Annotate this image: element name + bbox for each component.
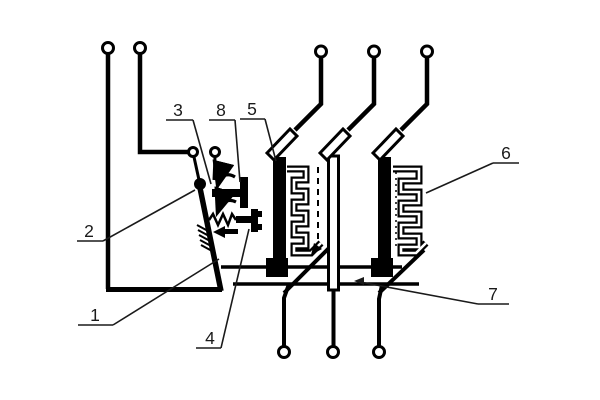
leader-line xyxy=(112,258,220,326)
plate-diagonal-edge xyxy=(377,248,426,295)
contact-blade-flag xyxy=(370,126,406,163)
callout-6: 6 xyxy=(425,143,519,194)
callout-label: 8 xyxy=(216,100,226,120)
callout-3: 3 xyxy=(166,100,212,185)
fixed-contact-circle xyxy=(209,146,221,158)
callout-2: 2 xyxy=(77,189,196,242)
terminal-circle xyxy=(326,345,340,359)
callout-1: 1 xyxy=(78,258,220,326)
contact-bar-foot xyxy=(371,258,393,277)
contact-column-left xyxy=(264,44,328,277)
top-wire xyxy=(346,57,377,132)
tension-spring xyxy=(207,210,238,229)
leader-line xyxy=(234,119,241,183)
terminal-circle xyxy=(314,44,328,59)
trip-lever-assembly xyxy=(194,159,262,292)
contact-bar xyxy=(378,157,391,259)
leader-line xyxy=(359,281,479,305)
callout-label: 4 xyxy=(205,328,215,348)
top-wire xyxy=(399,57,430,132)
terminal-circle xyxy=(133,41,147,55)
plate-diagonal-edge xyxy=(282,245,332,295)
callout-4: 4 xyxy=(196,228,250,349)
base-plate xyxy=(221,245,426,295)
adjustment-screw xyxy=(236,209,262,232)
motion-arrow-icon xyxy=(214,186,237,218)
terminal-circle xyxy=(420,44,434,59)
callout-label: 3 xyxy=(173,100,183,120)
contact-blade-flag xyxy=(317,126,353,163)
contact-bar xyxy=(273,157,286,259)
callout-label: 5 xyxy=(247,99,257,119)
callout-label: 2 xyxy=(84,221,94,241)
terminal-circle xyxy=(372,345,386,359)
pivot-link xyxy=(192,156,201,181)
leader-arrow-icon xyxy=(354,277,364,285)
terminal-circle xyxy=(367,44,381,59)
heater-comb xyxy=(287,165,324,257)
heater-comb-inner xyxy=(287,167,322,255)
leader-line xyxy=(264,118,277,162)
terminal-circle xyxy=(101,41,115,55)
leader-line xyxy=(425,162,494,194)
terminal-circle xyxy=(277,345,291,359)
lever-arm xyxy=(196,182,224,292)
left-circuit xyxy=(101,41,222,292)
contact-bar-foot xyxy=(266,258,288,277)
bottom-wire xyxy=(282,283,291,347)
travel-arrow-icon xyxy=(311,243,322,255)
leader-line xyxy=(220,228,250,349)
pull-direction-arrow-icon xyxy=(213,226,238,238)
heater-comb-inner xyxy=(393,167,427,255)
callout-label: 6 xyxy=(501,143,511,163)
motion-arrow-icon xyxy=(212,159,236,191)
support-hatching xyxy=(196,224,213,252)
callout-label: 7 xyxy=(488,284,498,304)
top-wire xyxy=(293,57,324,132)
second-wire xyxy=(137,53,189,155)
callout-5: 5 xyxy=(240,99,277,162)
callout-7: 7 xyxy=(354,277,509,305)
moving-contact-bar xyxy=(327,154,340,292)
fixed-contact-stub xyxy=(212,156,217,181)
bottom-wire xyxy=(377,284,384,347)
leader-line xyxy=(102,189,196,242)
pivot-connector-circle xyxy=(187,146,199,158)
bottom-terminals xyxy=(277,283,386,359)
leader-line xyxy=(192,119,212,185)
callout-8: 8 xyxy=(209,100,241,183)
contact-column-right xyxy=(370,44,434,277)
callouts: 1 2 3 8 5 6 7 xyxy=(77,99,519,349)
callout-label: 1 xyxy=(90,305,100,325)
